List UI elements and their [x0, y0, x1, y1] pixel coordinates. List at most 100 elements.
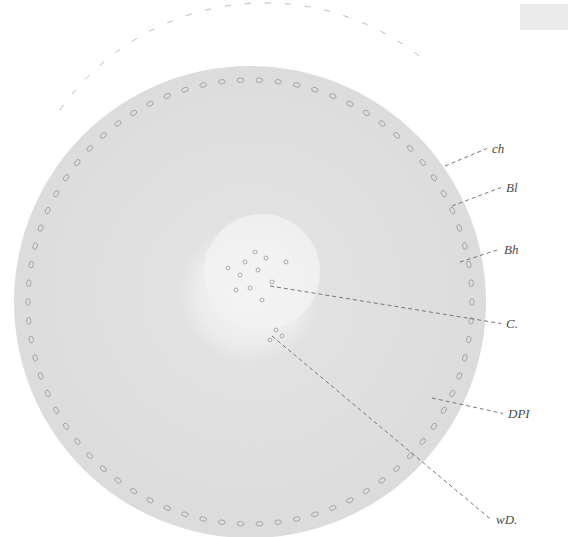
rim-cell	[462, 242, 468, 250]
rim-cell	[181, 511, 189, 517]
cell	[264, 256, 268, 260]
leader-line	[460, 250, 499, 263]
cell-ring	[26, 78, 474, 526]
rim-cell	[362, 109, 370, 116]
cell	[253, 250, 257, 254]
rim-cell	[37, 224, 43, 232]
leader-lines	[270, 149, 503, 520]
rim-cell	[53, 190, 60, 198]
rim-cell	[393, 131, 401, 139]
rim-cell	[470, 299, 474, 306]
rim-cell	[256, 521, 263, 526]
part-label: ch	[490, 141, 506, 156]
rim-cell	[406, 144, 414, 152]
rim-cell	[311, 87, 319, 93]
rim-cell	[53, 406, 60, 414]
rim-cell	[469, 280, 474, 287]
cell	[280, 334, 284, 338]
rim-cell	[99, 131, 107, 139]
rim-cell	[86, 452, 94, 460]
rim-cell	[181, 87, 189, 93]
rim-cell	[26, 280, 31, 287]
rim-cell	[130, 109, 138, 116]
cell	[234, 288, 238, 292]
rim-cell	[275, 79, 282, 84]
rim-cell	[406, 452, 414, 460]
rim-cell	[362, 487, 370, 494]
rim-cell	[73, 437, 81, 445]
rim-cell	[430, 174, 437, 182]
rim-cell	[456, 224, 462, 232]
cell	[243, 260, 247, 264]
rim-cell	[26, 299, 30, 306]
cell	[248, 286, 252, 290]
rim-cell	[449, 389, 456, 397]
rim-cell	[218, 520, 225, 525]
rim-cell	[466, 336, 471, 343]
rim-cell	[378, 477, 386, 485]
cell	[274, 328, 278, 332]
rim-cell	[37, 372, 43, 380]
rim-cell	[86, 144, 94, 152]
rim-cell	[346, 100, 354, 107]
rim-cell	[449, 207, 456, 215]
rim-cell	[32, 354, 38, 362]
rim-cell	[199, 516, 207, 522]
cell	[256, 268, 260, 272]
cell	[268, 338, 272, 342]
rim-cell	[44, 207, 51, 215]
central-area	[204, 214, 320, 330]
leader-line	[452, 188, 501, 207]
leader-line	[272, 336, 491, 520]
rim-cell	[378, 120, 386, 128]
rim-cell	[293, 516, 301, 522]
rim-cell	[28, 336, 33, 343]
rim-cell	[456, 372, 462, 380]
rim-cell	[346, 497, 354, 504]
rim-cell	[146, 100, 154, 107]
rim-cell	[237, 521, 244, 526]
rim-cell	[99, 465, 107, 473]
central-cells	[226, 250, 288, 342]
rim-cell	[130, 487, 138, 494]
rim-cell	[163, 505, 171, 512]
rim-cell	[237, 78, 244, 83]
rim-cell	[26, 317, 31, 324]
rim-cell	[62, 174, 69, 182]
rim-cell	[114, 477, 122, 485]
rim-cell	[311, 511, 319, 517]
rim-cell	[462, 354, 468, 362]
rim-cell	[32, 242, 38, 250]
cell	[238, 273, 242, 277]
rim-cell	[218, 79, 225, 84]
rim-cell	[393, 465, 401, 473]
part-label: C.	[504, 316, 520, 331]
cell	[226, 266, 230, 270]
rim-cell	[62, 422, 69, 430]
rim-cell	[430, 422, 437, 430]
rim-cell	[28, 261, 33, 268]
rim-cell	[114, 120, 122, 128]
cell	[284, 260, 288, 264]
part-label: DPI	[506, 406, 532, 421]
rim-cell	[329, 93, 337, 100]
rim-cell	[440, 406, 447, 414]
rim-cell	[466, 261, 471, 268]
rim-cell	[44, 389, 51, 397]
rim-cell	[419, 437, 427, 445]
rim-cell	[73, 159, 81, 167]
rim-cell	[163, 93, 171, 100]
cell	[270, 280, 274, 284]
disc	[14, 66, 486, 537]
part-label: wD.	[494, 512, 519, 527]
part-label: Bh	[502, 242, 520, 257]
rim-cell	[329, 505, 337, 512]
rim-cell	[440, 190, 447, 198]
rim-cell	[256, 78, 263, 83]
leader-line	[432, 398, 503, 414]
rim-cell	[146, 497, 154, 504]
cell	[260, 298, 264, 302]
rim-cell	[275, 520, 282, 525]
part-label: Bl	[504, 180, 520, 195]
